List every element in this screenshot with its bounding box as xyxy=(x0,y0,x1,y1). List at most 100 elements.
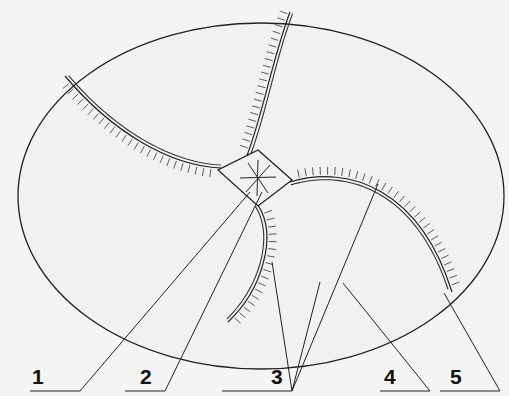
suture-mark xyxy=(327,167,328,175)
suture-mark xyxy=(431,236,438,240)
suture-mark xyxy=(93,113,98,119)
incision-edge xyxy=(227,207,264,319)
suture-mark xyxy=(248,301,255,305)
suture-mark xyxy=(160,156,163,163)
suture-mark xyxy=(104,122,109,128)
suture-mark xyxy=(116,131,121,137)
suture-mark xyxy=(423,223,429,228)
suture-mark xyxy=(258,86,266,88)
suture-mark xyxy=(153,153,156,160)
suture-mark xyxy=(256,92,264,94)
suture-mark xyxy=(188,165,190,173)
suture-mark xyxy=(342,168,343,176)
suture-mark xyxy=(320,167,321,175)
callout-number: 3 xyxy=(271,366,283,388)
incision-edge xyxy=(249,14,293,160)
suture-marks xyxy=(63,11,460,324)
suture-mark xyxy=(68,89,74,94)
skin-outline xyxy=(18,23,504,369)
suture-mark xyxy=(128,139,132,146)
suture-mark xyxy=(235,318,241,323)
incision-edge xyxy=(291,180,448,289)
suture-mark xyxy=(405,201,410,207)
suture-mark xyxy=(269,45,277,47)
suture-mark xyxy=(349,169,351,177)
suture-mark xyxy=(261,72,269,74)
suture-mark xyxy=(261,276,268,279)
suture-mark xyxy=(263,65,271,67)
suture-mark xyxy=(444,262,451,265)
suture-mark xyxy=(88,109,93,115)
suture-mark xyxy=(267,218,275,220)
suture-mark xyxy=(273,31,281,33)
suture-mark xyxy=(305,168,306,176)
suture-mark xyxy=(277,18,285,21)
suture-mark xyxy=(388,187,392,194)
suture-mark xyxy=(202,168,203,176)
suture-mark xyxy=(269,233,277,234)
suture-mark xyxy=(167,158,170,165)
suture-mark xyxy=(99,118,104,124)
suture-mark xyxy=(267,256,275,258)
suture-mark xyxy=(72,94,78,100)
suture-mark xyxy=(181,163,183,171)
suture-mark xyxy=(246,126,254,128)
suture-mark xyxy=(280,11,288,14)
suture-mark xyxy=(110,127,115,133)
suture-mark xyxy=(265,58,273,60)
callout-number: 4 xyxy=(384,366,396,388)
suture-mark xyxy=(122,135,127,142)
suture-mark xyxy=(83,104,89,110)
suture-mark xyxy=(263,269,271,271)
suture-mark xyxy=(259,79,267,81)
incisions xyxy=(65,12,452,322)
suture-mark xyxy=(252,106,260,108)
suture-mark xyxy=(410,206,416,212)
suture-mark xyxy=(269,241,277,242)
callout-number: 2 xyxy=(140,366,152,388)
suture-mark xyxy=(195,167,197,175)
suture-mark xyxy=(275,24,283,27)
suture-mark xyxy=(438,249,445,253)
suture-mark xyxy=(267,52,275,54)
suture-mark xyxy=(334,167,336,175)
suture-mark xyxy=(382,183,386,190)
suture-mark xyxy=(254,99,262,101)
suture-mark xyxy=(419,218,425,223)
suture-mark xyxy=(63,83,69,88)
suture-mark xyxy=(449,275,457,278)
suture-mark xyxy=(240,145,248,148)
suture-mark xyxy=(312,167,314,175)
callout-number: 1 xyxy=(32,366,44,388)
suture-mark xyxy=(298,170,300,178)
suture-mark xyxy=(242,139,250,142)
suture-mark xyxy=(427,230,434,234)
suture-mark xyxy=(362,173,365,181)
suture-mark xyxy=(268,248,276,250)
suture-mark xyxy=(209,169,211,177)
suture-mark xyxy=(78,99,84,105)
suture-mark xyxy=(447,269,454,272)
leader-lines xyxy=(30,184,500,391)
suture-mark xyxy=(356,171,358,179)
suture-mark xyxy=(271,38,279,40)
suture-mark xyxy=(252,295,259,299)
suture-mark xyxy=(264,210,271,213)
suture-mark xyxy=(435,242,442,246)
suture-mark xyxy=(244,132,252,134)
suture-mark xyxy=(414,212,420,217)
suture-mark xyxy=(399,196,404,202)
suture-mark xyxy=(255,289,262,293)
suture-mark xyxy=(250,113,258,115)
suture-mark xyxy=(244,307,250,312)
drain-square xyxy=(218,150,292,206)
suture-mark xyxy=(394,191,399,197)
suture-mark xyxy=(268,226,276,227)
suture-mark xyxy=(140,146,144,153)
suture-mark xyxy=(248,119,256,121)
suture-mark xyxy=(239,313,245,318)
suture-mark xyxy=(441,255,448,258)
suture-mark xyxy=(147,150,151,157)
suture-mark xyxy=(174,161,177,169)
